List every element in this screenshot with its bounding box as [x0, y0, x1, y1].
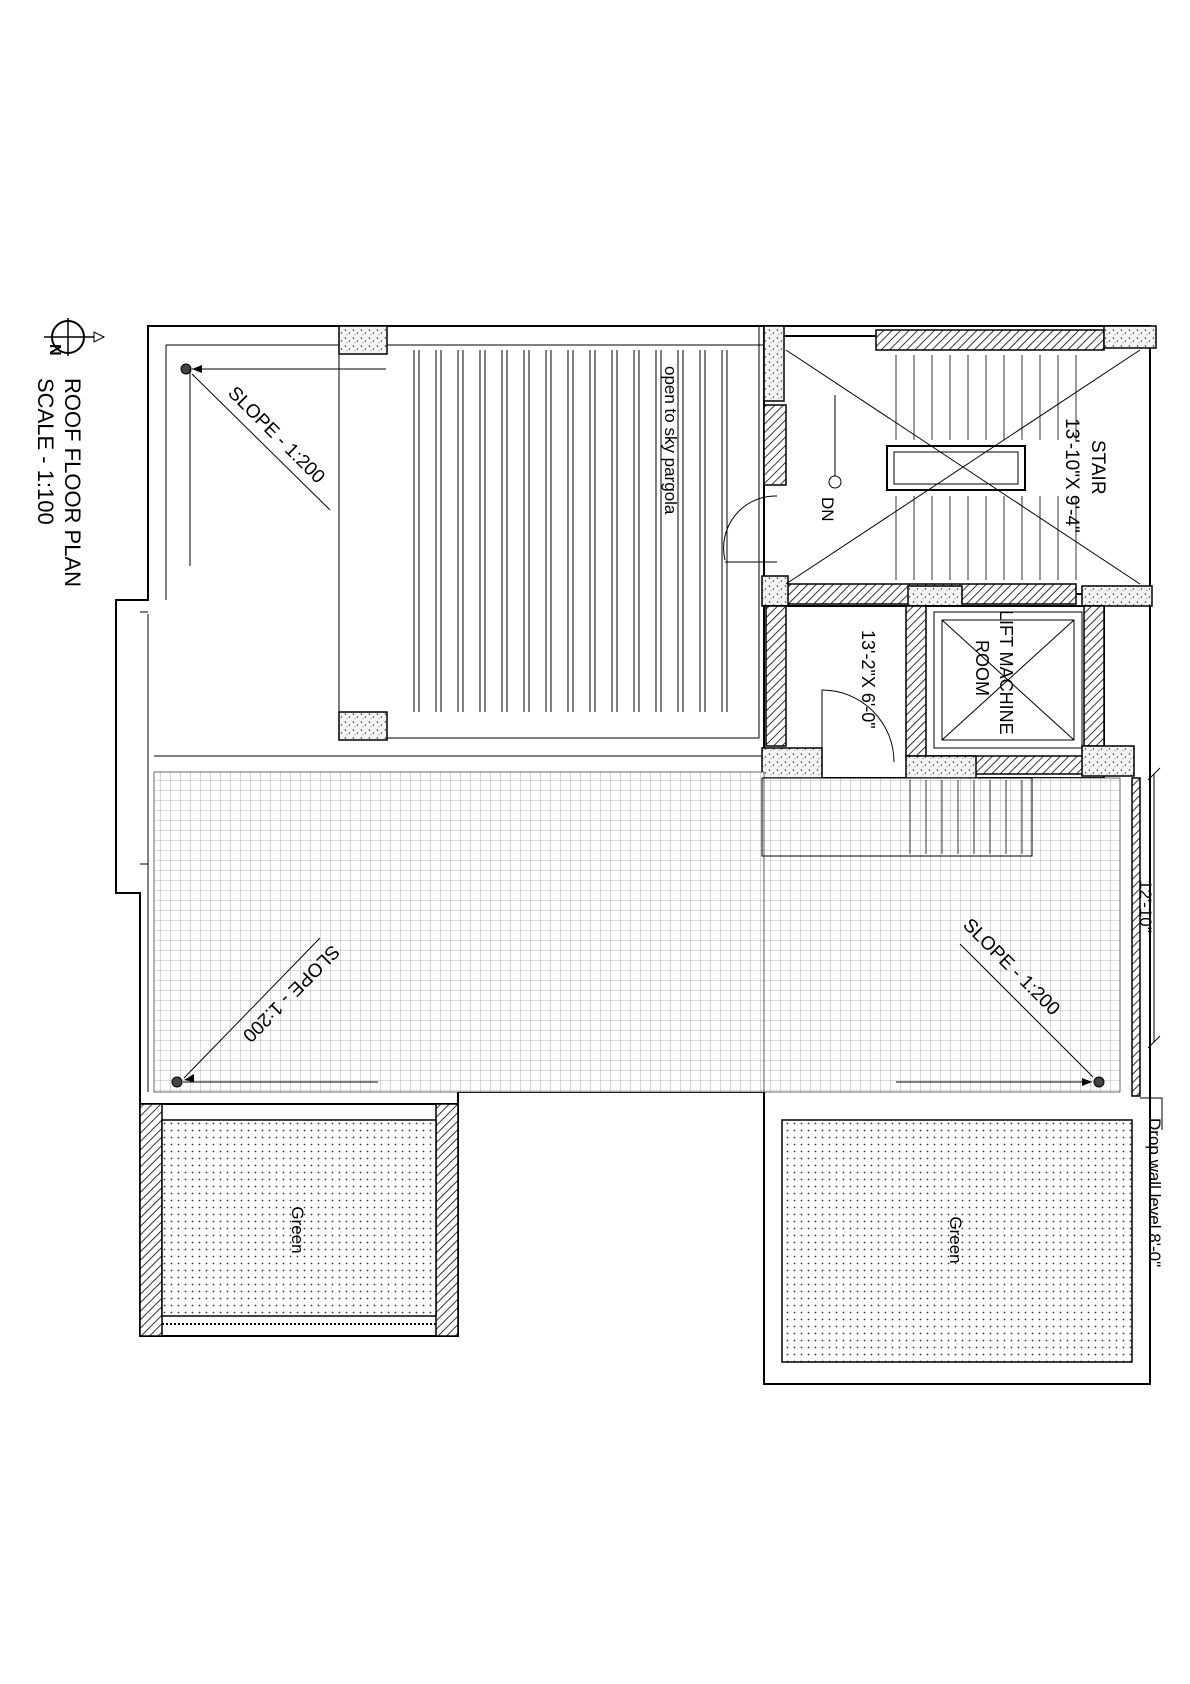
column — [338, 711, 388, 741]
lift-machine-room: LIFT MACHINE ROOM 13'-2"X 6'-0" — [761, 605, 1135, 779]
down-treads — [909, 780, 1023, 854]
north-arrow-icon: N — [44, 318, 106, 356]
column — [1081, 745, 1135, 777]
dn-label: DN — [818, 497, 837, 522]
drain-top-left: SLOPE - 1:200 — [180, 363, 386, 566]
column — [761, 575, 789, 607]
lift-label-line2: ROOM — [972, 640, 992, 696]
drop-wall — [1131, 777, 1141, 1097]
column — [907, 585, 963, 607]
door-swing — [821, 689, 895, 763]
column — [1081, 585, 1153, 607]
green-area-left: Green — [139, 1103, 459, 1337]
green-right-label: Green — [946, 1216, 965, 1263]
column — [761, 747, 823, 779]
north-label: N — [46, 344, 63, 356]
stair-name: STAIR — [1087, 440, 1108, 495]
dimension-line: 12'-10" — [1136, 767, 1161, 1049]
dn-marker — [828, 475, 842, 489]
lift-wall — [765, 605, 787, 747]
lift-wall — [905, 605, 927, 757]
column — [763, 325, 785, 402]
stair-treads — [895, 355, 1077, 580]
lift-label-line1: LIFT MACHINE — [996, 610, 1016, 735]
column — [338, 325, 388, 355]
tiled-terrace — [153, 771, 765, 1093]
green-left-label: Green — [288, 1206, 307, 1253]
inner-boundary — [147, 344, 764, 1092]
pergola-label: open to sky pargola — [661, 366, 680, 515]
drawing-scale: SCALE - 1:100 — [33, 378, 58, 525]
door-swing — [723, 495, 778, 561]
leader-line — [1140, 1097, 1163, 1130]
stair-size: 13'-10"X 9'-4" — [1061, 418, 1082, 533]
stair-wall — [875, 329, 1105, 351]
pergola-slats — [413, 350, 728, 712]
pergola-area: open to sky pargola — [338, 325, 760, 739]
dimension-label: 12'-10" — [1136, 880, 1155, 933]
lift-wall — [1083, 605, 1105, 747]
drop-wall-label: Drop wall level 8'-0" — [1145, 1118, 1164, 1267]
drawing-title: ROOF FLOOR PLAN — [60, 378, 85, 587]
stair-down-block — [761, 777, 1033, 857]
lift-size: 13'-2"X 6'-0" — [858, 630, 878, 729]
column — [905, 755, 977, 779]
stair-wall — [763, 404, 787, 486]
stair-room: DN STAIR 13'-10"X 9'-4" — [723, 325, 1157, 607]
stair-well — [886, 445, 1026, 491]
slope-label-top-left: SLOPE - 1:200 — [223, 383, 328, 488]
column — [1103, 325, 1157, 349]
green-area-right: Green — [781, 1119, 1133, 1363]
